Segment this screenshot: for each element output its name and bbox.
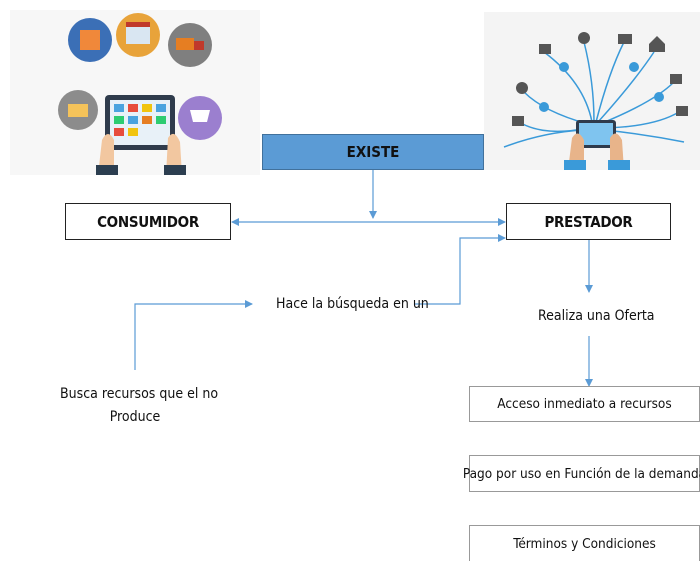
busca-label-line1: Busca recursos que el no — [60, 386, 219, 402]
busca-label: Busca recursos que el no Produce — [60, 383, 219, 429]
existe-box: EXISTE — [262, 134, 484, 170]
acceso-box: Acceso inmediato a recursos — [469, 386, 700, 422]
oferta-label: Realiza una Oferta — [538, 308, 655, 324]
prestador-box: PRESTADOR — [506, 203, 671, 240]
busca-label-line2: Produce — [109, 409, 161, 425]
terminos-box: Términos y Condiciones — [469, 525, 700, 561]
ecommerce-illustration — [10, 10, 260, 175]
pago-box: Pago por uso en Función de la demanda — [463, 455, 700, 492]
network-illustration — [484, 12, 700, 170]
busqueda-label: Hace la búsqueda en un — [276, 296, 429, 312]
consumidor-box: CONSUMIDOR — [65, 203, 231, 240]
